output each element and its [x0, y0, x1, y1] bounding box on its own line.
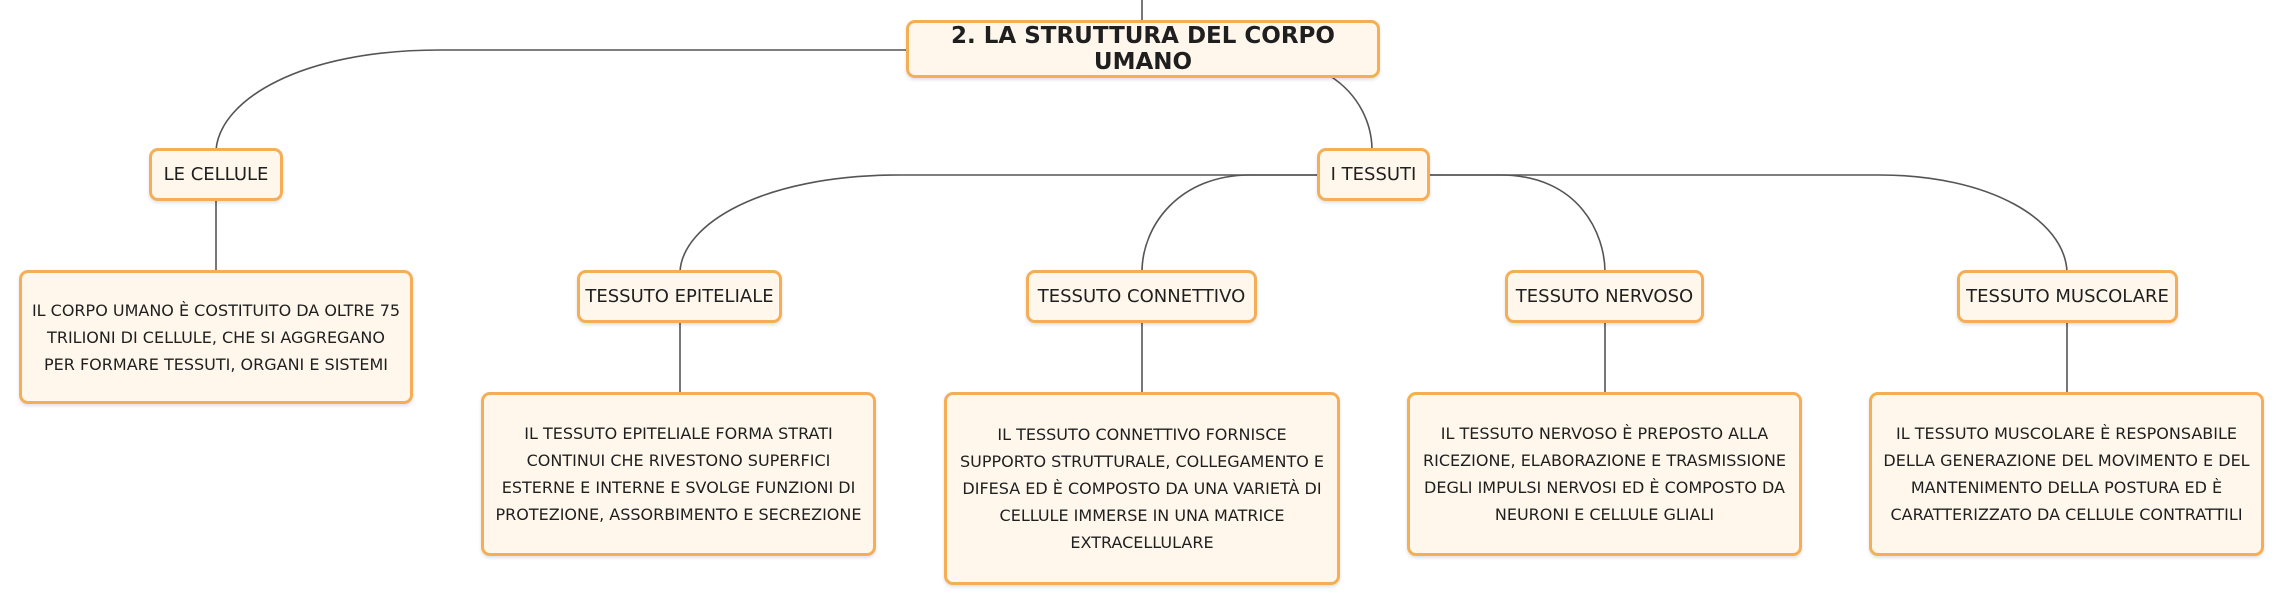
nervoso-node[interactable]: TESSUTO NERVOSO — [1505, 270, 1704, 323]
connettivo-description: IL TESSUTO CONNETTIVO FORNISCE SUPPORTO … — [960, 425, 1324, 552]
nervoso-description: IL TESSUTO NERVOSO È PREPOSTO ALLA RICEZ… — [1423, 424, 1786, 524]
root-label: 2. LA STRUTTURA DEL CORPO UMANO — [951, 23, 1335, 75]
connettivo-node[interactable]: TESSUTO CONNETTIVO — [1026, 270, 1257, 323]
connector-root-cellule — [215, 49, 906, 151]
connector-root-tessuti — [1329, 75, 1373, 151]
connector-tessuti-connettivo — [1141, 174, 1320, 273]
connector-tessuti-epiteliale — [679, 174, 1320, 273]
cellule-description: IL CORPO UMANO È COSTITUITO DA OLTRE 75 … — [31, 300, 401, 374]
connettivo-description-node[interactable]: IL TESSUTO CONNETTIVO FORNISCE SUPPORTO … — [944, 392, 1340, 585]
tessuti-node[interactable]: I TESSUTI — [1317, 148, 1430, 201]
epiteliale-label: TESSUTO EPITELIALE — [585, 286, 774, 307]
epiteliale-node[interactable]: TESSUTO EPITELIALE — [577, 270, 782, 323]
tessuti-label: I TESSUTI — [1330, 164, 1417, 185]
nervoso-label: TESSUTO NERVOSO — [1515, 286, 1694, 307]
muscolare-label: TESSUTO MUSCOLARE — [1966, 286, 2169, 307]
epiteliale-description-node[interactable]: IL TESSUTO EPITELIALE FORMA STRATI CONTI… — [481, 392, 876, 556]
cellule-label: LE CELLULE — [163, 164, 269, 185]
muscolare-description-node[interactable]: IL TESSUTO MUSCOLARE È RESPONSABILE DELL… — [1869, 392, 2264, 556]
connettivo-label: TESSUTO CONNETTIVO — [1037, 286, 1246, 307]
muscolare-description: IL TESSUTO MUSCOLARE È RESPONSABILE DELL… — [1883, 424, 2250, 524]
muscolare-node[interactable]: TESSUTO MUSCOLARE — [1957, 270, 2178, 323]
epiteliale-description: IL TESSUTO EPITELIALE FORMA STRATI CONTI… — [495, 424, 862, 524]
cellule-description-node[interactable]: IL CORPO UMANO È COSTITUITO DA OLTRE 75 … — [19, 270, 413, 404]
nervoso-description-node[interactable]: IL TESSUTO NERVOSO È PREPOSTO ALLA RICEZ… — [1407, 392, 1802, 556]
cellule-node[interactable]: LE CELLULE — [149, 148, 283, 201]
connector-tessuti-muscolare — [1428, 174, 2068, 273]
root-node[interactable]: 2. LA STRUTTURA DEL CORPO UMANO — [906, 20, 1380, 78]
connector-tessuti-nervoso — [1428, 174, 1606, 273]
